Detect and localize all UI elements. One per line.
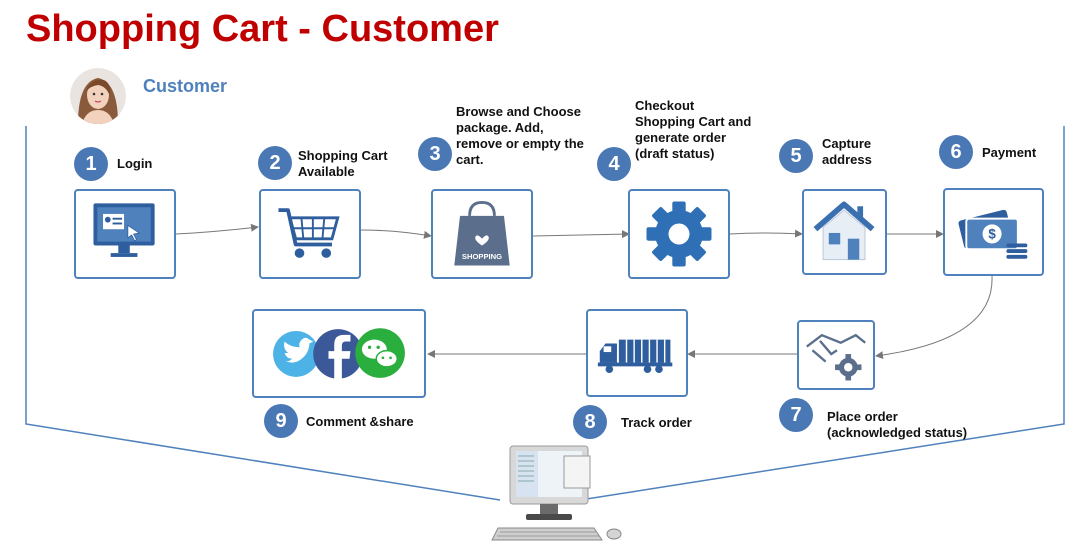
step-9-label: Comment &share [306, 414, 414, 429]
step-8-label: Track order [621, 415, 692, 430]
step-3-label: Browse and Choose package. Add, remove o… [456, 104, 584, 167]
step-4-label: Checkout Shopping Cart and generate orde… [635, 98, 752, 161]
step-4-box[interactable] [628, 189, 730, 279]
step-6-badge: 6 [939, 135, 973, 169]
svg-text:$: $ [988, 227, 996, 242]
desktop-computer-icon [490, 444, 630, 544]
step-8-box[interactable] [586, 309, 688, 397]
step-4-badge: 4 [597, 147, 631, 181]
step-2-label: Shopping Cart Available [298, 148, 388, 179]
step-1-box[interactable] [74, 189, 176, 279]
role-label: Customer [143, 76, 228, 96]
step-9-badge: 9 [264, 404, 298, 438]
page-title: Shopping Cart - Customer [26, 8, 499, 50]
step-5-badge: 5 [779, 139, 813, 173]
step-5-box[interactable] [802, 189, 887, 275]
step-2-badge: 2 [258, 146, 292, 180]
step-1-label: Login [117, 156, 153, 171]
gear-icon [646, 201, 712, 267]
step-2-box[interactable] [259, 189, 361, 279]
step-7-badge: 7 [779, 398, 813, 432]
step-3-box[interactable]: SHOPPING [431, 189, 533, 279]
money-icon: $ [958, 209, 1028, 259]
step-7-box[interactable] [797, 320, 875, 390]
truck-icon [597, 339, 673, 374]
customer-avatar [70, 68, 126, 124]
step-5-label: Capture address [822, 136, 872, 167]
step-8-badge: 8 [573, 405, 607, 439]
shopping-bag-icon: SHOPPING [454, 201, 510, 266]
bag-text: SHOPPING [462, 252, 502, 261]
step-3-badge: 3 [418, 137, 452, 171]
step-1-badge: 1 [74, 147, 108, 181]
shopping-cart-icon [278, 208, 340, 258]
step-7-label: Place order (acknowledged status) [827, 409, 968, 440]
handshake-gear-icon [806, 333, 866, 381]
step-9-box[interactable] [252, 309, 426, 398]
computer-login-icon [93, 203, 155, 257]
step-6-label: Payment [982, 145, 1037, 160]
house-icon [813, 201, 875, 261]
social-media-icon [273, 328, 405, 384]
step-6-box[interactable]: $ [943, 188, 1044, 276]
